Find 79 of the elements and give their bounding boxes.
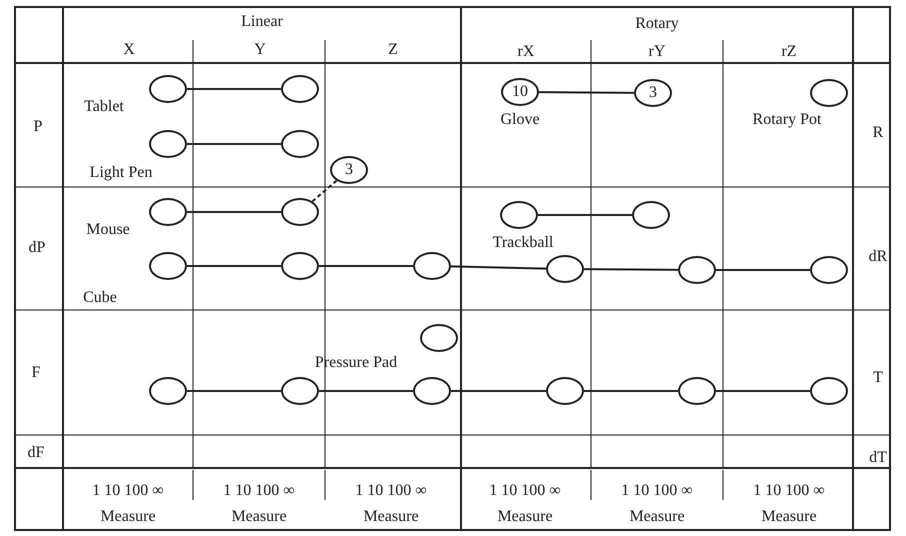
table-label: Trackball [492,234,554,252]
value-ellipse [678,377,716,405]
value-ellipse [330,156,368,184]
value-ellipse [632,201,670,229]
group-heading: Rotary [635,15,679,33]
table-label: dF [28,444,44,462]
value-ellipse [149,252,187,280]
connector-line [187,390,281,392]
value-ellipse [149,377,187,405]
scale-caption: Measure [363,508,419,526]
value-ellipse [501,78,539,106]
table-label: Glove [500,111,540,129]
table-label: Rotary Pot [752,111,822,129]
value-ellipse [281,198,319,226]
value-ellipse [546,255,584,283]
value-ellipse [810,79,848,107]
table-label: dP [28,239,46,257]
node-number: 10 [512,84,528,100]
connector-line [187,211,281,213]
table-label: Light Pen [90,164,152,182]
connector-line [716,390,810,392]
column-heading: rX [518,43,534,61]
scale-label: 1 10 100 ∞ [621,482,693,500]
table-label: R [872,124,884,142]
value-ellipse [149,75,187,103]
connector-line [187,143,281,145]
column-heading: rY [648,43,666,61]
scale-label: 1 10 100 ∞ [489,482,561,500]
table-label: Cube [83,289,117,307]
node-number: 3 [345,162,353,178]
connector-line [450,265,546,270]
connector-line [319,390,413,392]
scale-caption: Measure [231,508,287,526]
connector-line [584,268,678,271]
scale-label: 1 10 100 ∞ [753,482,825,500]
table-label: F [32,364,40,382]
scale-label: 1 10 100 ∞ [92,482,164,500]
connector-line [584,390,678,392]
scale-caption: Measure [100,508,156,526]
connector-line [187,88,281,90]
dashed-connector [312,180,338,202]
value-ellipse [149,130,187,158]
table-label: P [34,118,42,136]
value-ellipse [420,324,458,352]
column-heading: Y [254,41,266,59]
group-heading: Linear [241,13,283,31]
column-heading: Z [388,41,398,59]
node-number: 3 [649,85,657,101]
table-label: Mouse [86,221,130,239]
value-ellipse [413,252,451,280]
value-ellipse [413,377,451,405]
value-ellipse [500,201,538,229]
table-label: T [873,369,883,387]
column-heading: X [123,41,135,59]
connector-line [319,265,413,267]
table-label: Tablet [84,98,124,116]
scale-caption: Measure [629,508,685,526]
value-ellipse [810,377,848,405]
connector-line [539,91,634,94]
value-ellipse [281,75,319,103]
value-ellipse [281,252,319,280]
column-heading: rZ [781,43,797,61]
connector-line [538,214,632,216]
value-ellipse [149,198,187,226]
scale-label: 1 10 100 ∞ [223,482,295,500]
scale-caption: Measure [761,508,817,526]
connector-line [451,390,546,392]
value-ellipse [634,79,672,107]
value-ellipse [810,256,848,284]
scale-caption: Measure [497,508,553,526]
value-ellipse [546,377,584,405]
connector-line [187,265,281,267]
connector-line [716,269,810,271]
value-ellipse [678,256,716,284]
table-label: dR [868,248,888,266]
table-label: dT [869,449,887,467]
scale-label: 1 10 100 ∞ [355,482,427,500]
value-ellipse [281,130,319,158]
value-ellipse [281,377,319,405]
